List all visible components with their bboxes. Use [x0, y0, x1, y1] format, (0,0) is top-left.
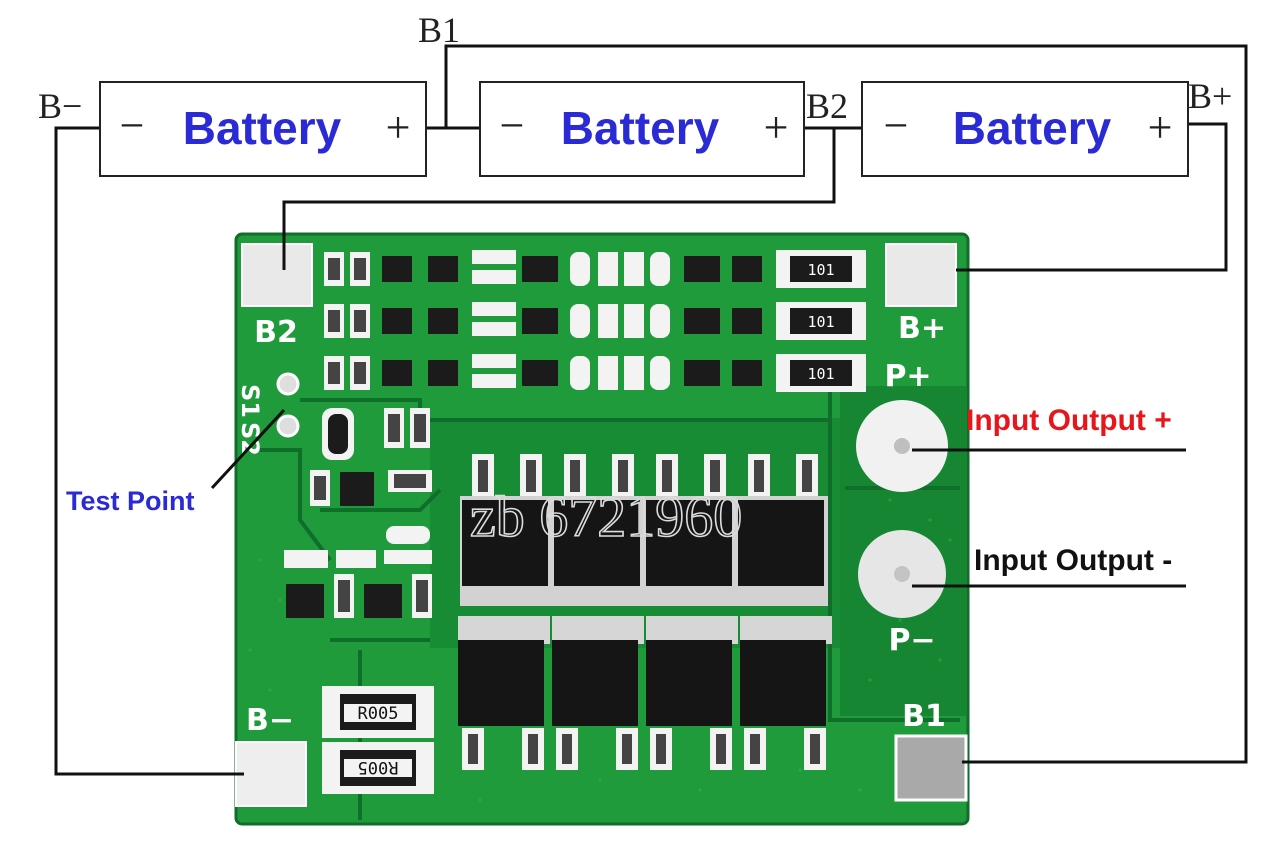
pcb-board: 101 101	[234, 232, 970, 826]
pad-b-minus	[235, 741, 307, 807]
control-components	[284, 408, 432, 618]
wire-test-point	[210, 408, 286, 490]
wire-label-b-plus: B+	[1188, 76, 1232, 116]
resistor-label: 101	[807, 313, 834, 331]
pcb-traces	[260, 390, 960, 820]
resistor-label: 101	[807, 365, 834, 383]
pcb-label-s2: S2	[236, 422, 264, 456]
wire-label-b-minus: B−	[38, 86, 82, 126]
pad-b1	[894, 734, 968, 802]
shunt-resistors: R005 R005	[322, 686, 434, 794]
test-point-s1	[276, 372, 300, 396]
pcb-label-s1: S1	[236, 384, 264, 418]
battery-minus-sign: −	[500, 101, 525, 150]
pad-b-plus	[885, 243, 957, 307]
battery-3: − Battery +	[861, 81, 1189, 177]
battery-plus-sign: +	[1148, 103, 1173, 152]
wire-label-b2: B2	[806, 86, 848, 126]
pcb-label-p-plus: P+	[884, 359, 931, 394]
watermark: zb 6721960	[470, 484, 742, 549]
battery-minus-sign: −	[884, 101, 909, 150]
battery-label: Battery	[953, 102, 1112, 154]
pcb-label-b-minus: B−	[246, 703, 294, 738]
battery-plus-sign: +	[764, 103, 789, 152]
shunt-label: R005	[358, 757, 399, 777]
battery-plus-sign: +	[386, 103, 411, 152]
annotation-input-output-minus: Input Output -	[974, 544, 1172, 577]
shunt-label: R005	[358, 704, 399, 724]
wire-label-b1: B1	[418, 10, 460, 50]
battery-2: − Battery +	[479, 81, 805, 177]
wire-b2	[282, 126, 862, 270]
balance-circuit-rows: 101 101	[324, 250, 866, 392]
pcb-label-b-plus: B+	[898, 311, 946, 346]
pad-b2	[241, 243, 313, 307]
pcb-label-p-minus: P−	[888, 623, 935, 658]
battery-label: Battery	[561, 102, 720, 154]
test-point-s2	[276, 414, 300, 438]
mosfets-top	[460, 454, 828, 606]
pad-p-minus	[858, 530, 946, 618]
resistor-label: 101	[807, 261, 834, 279]
wire-b-plus	[956, 122, 1228, 272]
annotation-input-output-plus: Input Output +	[966, 404, 1172, 437]
pcb-label-b2: B2	[254, 315, 298, 350]
wire-b-minus	[54, 126, 244, 776]
battery-minus-sign: −	[120, 101, 145, 150]
wires	[54, 44, 1248, 776]
pcb-label-b1: B1	[902, 699, 946, 734]
annotation-test-point: Test Point	[66, 486, 195, 516]
pad-p-plus	[856, 400, 948, 492]
battery-1: − Battery +	[99, 81, 427, 177]
wire-b1	[426, 44, 1248, 764]
battery-label: Battery	[183, 102, 342, 154]
mosfets-bottom	[458, 616, 832, 770]
